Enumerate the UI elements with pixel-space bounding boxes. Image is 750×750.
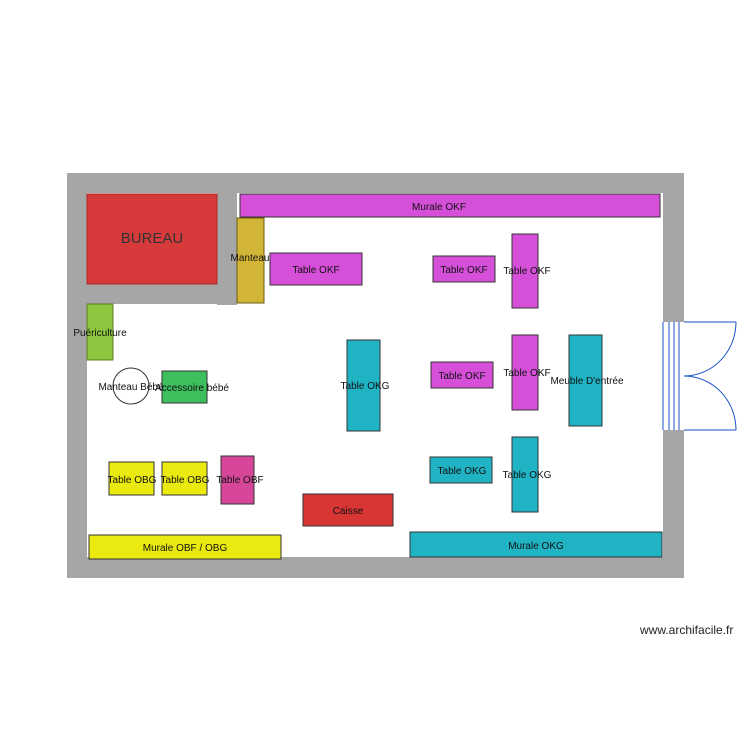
table-obf-label: Table OBF <box>216 475 263 486</box>
table-okf-1[interactable] <box>269 252 363 286</box>
meuble-entree-label: Meuble D'entrée <box>550 376 624 387</box>
table-obg-1[interactable] <box>108 461 155 496</box>
table-okf-2-label: Table OKF <box>440 265 487 276</box>
table-okf-5[interactable] <box>511 334 539 411</box>
table-okg-1[interactable] <box>346 339 381 432</box>
table-obg-2-label: Table OBG <box>161 475 210 486</box>
table-okf-3-label: Table OKF <box>503 266 550 277</box>
table-okf-4[interactable] <box>430 361 494 389</box>
entrance-door[interactable] <box>662 321 737 431</box>
manteau-bebe-rack[interactable] <box>112 367 150 405</box>
meuble-entree[interactable] <box>568 334 603 427</box>
caisse-label: Caisse <box>333 506 364 517</box>
table-okf-1-label: Table OKF <box>292 265 339 276</box>
table-okg-3[interactable] <box>511 436 539 513</box>
puericulture-block[interactable] <box>86 303 114 361</box>
table-obg-2[interactable] <box>161 461 208 496</box>
table-okf-5-label: Table OKF <box>503 368 550 379</box>
manteau-label: Manteau <box>231 253 270 264</box>
table-okf-2[interactable] <box>432 255 496 283</box>
accessoire-bebe[interactable] <box>161 370 208 404</box>
table-okf-4-label: Table OKF <box>438 371 485 382</box>
murale-okf[interactable] <box>239 193 661 218</box>
murale-okf-label: Murale OKF <box>412 202 466 213</box>
manteau-rack[interactable] <box>236 217 265 304</box>
murale-okg[interactable] <box>409 531 663 558</box>
accessoire-bebe-label: Accessoire bébé <box>155 383 229 394</box>
table-okf-3[interactable] <box>511 233 539 309</box>
table-obf[interactable] <box>220 455 255 505</box>
table-obg-1-label: Table OBG <box>108 475 157 486</box>
table-okg-2-label: Table OKG <box>438 466 487 477</box>
puericulture-label: Puériculture <box>73 328 127 339</box>
watermark: www.archifacile.fr <box>640 623 734 637</box>
table-okg-3-label: Table OKG <box>503 470 552 481</box>
table-okg-2[interactable] <box>429 456 493 484</box>
murale-obf-obg-label: Murale OBF / OBG <box>143 543 228 554</box>
manteau-bebe-label: Manteau Bébé <box>98 382 163 393</box>
bureau-block[interactable] <box>86 193 218 285</box>
murale-obf-obg[interactable] <box>88 534 282 560</box>
office-wall-right <box>217 193 237 305</box>
bureau-label: BUREAU <box>121 230 184 247</box>
table-okg-1-label: Table OKG <box>341 381 390 392</box>
caisse-counter[interactable] <box>302 493 394 527</box>
murale-okg-label: Murale OKG <box>508 541 564 552</box>
office-wall-bottom <box>87 284 237 304</box>
bottom-wall-notch <box>281 557 410 578</box>
